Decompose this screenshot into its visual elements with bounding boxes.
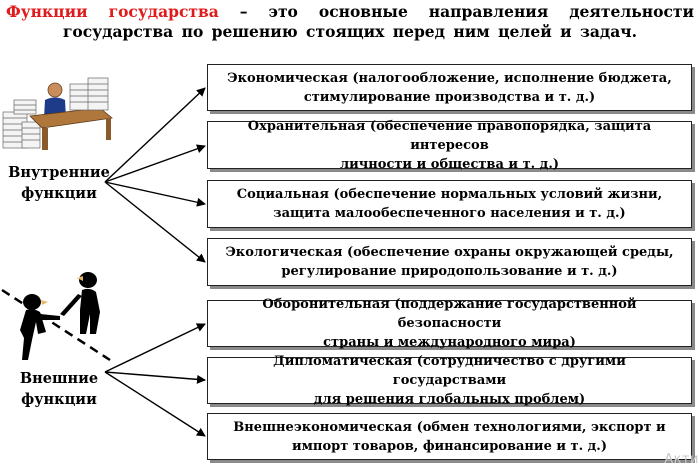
internal-functions-label: Внутренние функции <box>4 162 114 204</box>
function-box-social: Социальная (обеспечение нормальных услов… <box>207 180 692 228</box>
function-defense-line2: страны и международного мира) <box>323 335 576 350</box>
arrow-social <box>104 181 206 207</box>
external-label-line2: функции <box>21 391 97 408</box>
title-rest: – это основные направления деятельности … <box>62 2 694 41</box>
internal-label-line2: функции <box>21 185 97 202</box>
external-label-line1: Внешние <box>19 370 99 387</box>
office-desk-icon <box>2 77 113 150</box>
function-foreign-economic-line1: Внешнеэкономическая (обмен технологиями,… <box>233 419 666 435</box>
function-box-foreign-economic: Внешнеэкономическая (обмен технологиями,… <box>207 413 692 460</box>
function-box-diplomatic: Дипломатическая (сотрудничество с другим… <box>207 354 692 407</box>
watermark: Акти <box>664 452 699 467</box>
function-foreign-economic-line2: импорт товаров, финансирование и т. д.) <box>292 438 607 454</box>
page-title: Функции государства – это основные напра… <box>6 2 694 42</box>
function-diplomatic-line1: Дипломатическая (сотрудничество с другим… <box>273 354 626 388</box>
title-accent: Функции государства <box>6 2 219 21</box>
function-box-ecological: Экологическая (обеспечение охраны окружа… <box>207 238 692 286</box>
arrow-defense <box>104 323 206 373</box>
function-protective-line1: Охранительная (обеспечение правопорядка,… <box>247 118 652 153</box>
internal-label-line1: Внутренние <box>8 164 110 181</box>
function-defense-line1: Оборонительная (поддержание государствен… <box>262 297 637 331</box>
function-diplomatic-line2: для решения глобальных проблем) <box>313 392 586 407</box>
function-economic-line2: стимулирование производства и т. д.) <box>303 89 596 105</box>
internal-arrows <box>104 87 206 263</box>
external-functions-label: Внешние функции <box>4 368 114 410</box>
arrow-foreign-economic <box>104 371 206 437</box>
handshake-figures-icon <box>1 272 111 362</box>
function-ecological-line1: Экологическая (обеспечение охраны окружа… <box>225 245 674 260</box>
function-social-line1: Социальная (обеспечение нормальных услов… <box>236 187 663 202</box>
arrow-diplomatic <box>104 371 206 384</box>
function-box-protective: Охранительная (обеспечение правопорядка,… <box>207 119 692 172</box>
function-ecological-line2: регулирование природопользование и т. д.… <box>281 264 618 279</box>
external-arrows <box>104 323 206 437</box>
arrow-protective <box>104 144 206 183</box>
function-social-line2: защита малообеспеченного населения и т. … <box>273 206 626 221</box>
function-box-economic: Экономическая (налогообложение, исполнен… <box>207 64 692 111</box>
arrow-ecological <box>104 181 206 263</box>
function-economic-line1: Экономическая (налогообложение, исполнен… <box>227 70 672 86</box>
function-box-defense: Оборонительная (поддержание государствен… <box>207 297 692 350</box>
function-protective-line2: личности и общества и т. д.) <box>339 156 560 172</box>
arrow-economic <box>104 87 206 183</box>
